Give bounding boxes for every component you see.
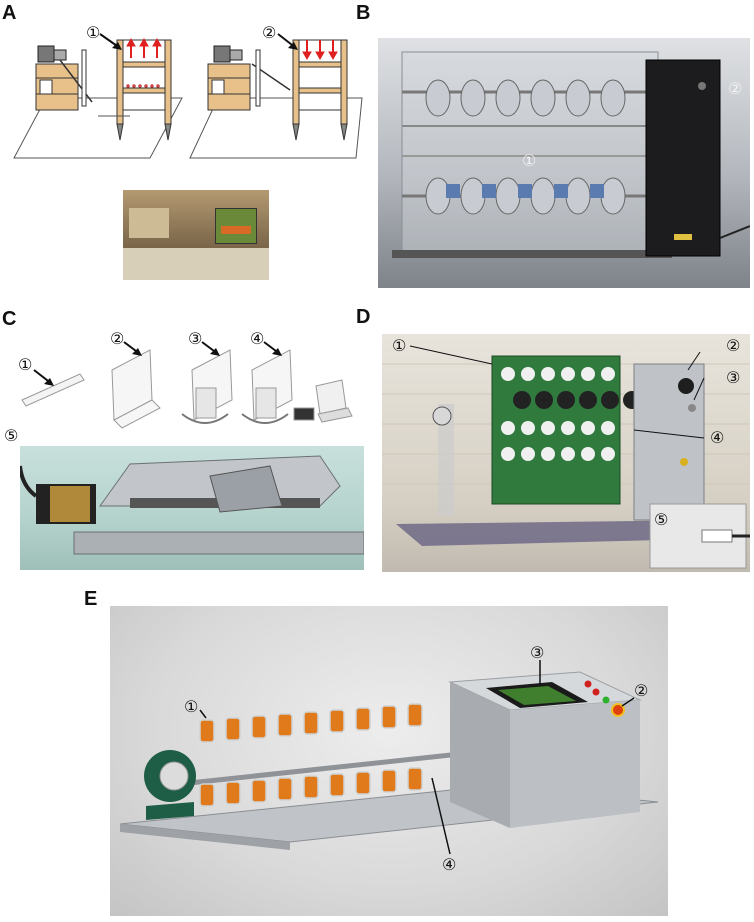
callout-c-3: ③ bbox=[188, 330, 202, 348]
callout-c-4: ④ bbox=[250, 330, 264, 348]
button-green bbox=[602, 696, 610, 704]
step-1-tube bbox=[21, 373, 85, 407]
callout-c-5: ⑤ bbox=[4, 426, 19, 445]
panel-c-steps: ① ② ③ ④ bbox=[18, 330, 353, 429]
callout-c-2: ② bbox=[110, 330, 124, 348]
callout-b-1: ① bbox=[522, 151, 536, 170]
panel-letter-a: A bbox=[2, 2, 17, 24]
panel-b-enclosure: ① ② bbox=[392, 51, 750, 258]
motor-housing-black bbox=[645, 59, 721, 257]
rotation-shaft bbox=[179, 751, 461, 787]
panel-c-photo bbox=[20, 446, 364, 570]
callout-e-4: ④ bbox=[442, 855, 456, 874]
step-4-full-system bbox=[251, 349, 353, 423]
motor-left bbox=[37, 45, 55, 63]
platform-left bbox=[13, 97, 183, 159]
up-arrows bbox=[126, 37, 162, 58]
emergency-stop-button bbox=[611, 703, 625, 717]
callout-c-1: ① bbox=[18, 355, 32, 374]
callout-d-5: ⑤ bbox=[654, 510, 669, 529]
panel-letter-d: D bbox=[356, 306, 371, 328]
callout-b-2: ② bbox=[728, 79, 742, 98]
callout-d-4: ④ bbox=[710, 428, 725, 447]
down-arrows bbox=[302, 40, 338, 61]
callout-d-3: ③ bbox=[726, 368, 741, 387]
panel-letter-c: C bbox=[2, 308, 17, 330]
panel-a-lab-photo bbox=[123, 190, 269, 280]
motor-right bbox=[213, 45, 231, 63]
panel-letter-e: E bbox=[84, 588, 98, 610]
panel-b-photo: ① ② bbox=[378, 38, 750, 288]
step-2-rack bbox=[111, 349, 161, 429]
panel-e-render: ① ③ ② ④ bbox=[110, 606, 668, 916]
step-3-rack-motor bbox=[191, 349, 233, 421]
tubes-top bbox=[199, 703, 423, 743]
button-red-2 bbox=[592, 688, 600, 696]
callout-e-1: ① bbox=[184, 697, 198, 716]
panel-d-photo: ① ② ③ ④ ⑤ bbox=[382, 334, 750, 572]
callout-a-1: ① bbox=[86, 23, 100, 42]
callout-e-3: ③ bbox=[530, 643, 544, 662]
panel-letter-b: B bbox=[356, 2, 371, 24]
callout-e-2: ② bbox=[634, 681, 648, 700]
callout-d-1: ① bbox=[392, 336, 407, 355]
tubes-bottom bbox=[199, 767, 423, 807]
callout-d-2: ② bbox=[726, 336, 741, 355]
button-red-1 bbox=[584, 680, 592, 688]
panel-a-diagram: ① ② bbox=[13, 23, 363, 159]
platform-right bbox=[189, 97, 363, 159]
pillow-block-bearing bbox=[144, 750, 196, 820]
callout-a-2: ② bbox=[262, 23, 276, 42]
